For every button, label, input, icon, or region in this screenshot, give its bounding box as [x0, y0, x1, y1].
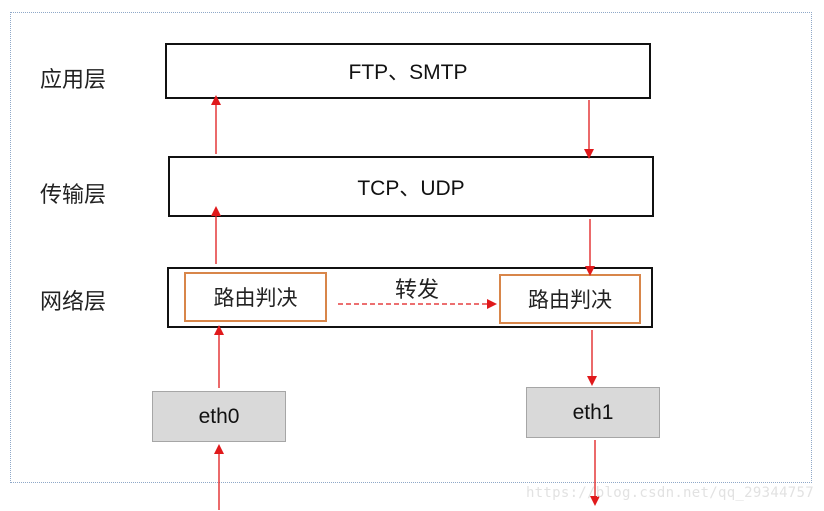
interface-eth1: eth1	[526, 387, 660, 438]
interface-eth0: eth0	[152, 391, 286, 442]
transport-layer-label: 传输层	[40, 183, 107, 208]
watermark-text: https://blog.csdn.net/qq_29344757	[525, 485, 814, 501]
transport-protocols-text: TCP、UDP	[357, 176, 465, 200]
application-protocols-text: FTP、SMTP	[348, 61, 468, 84]
transport-layer-box: TCP、UDP	[168, 156, 654, 217]
application-layer-box: FTP、SMTP	[165, 43, 651, 99]
network-layer-label: 网络层	[40, 290, 107, 315]
route-decision-left: 路由判决	[184, 272, 327, 322]
route-decision-right: 路由判决	[499, 274, 641, 324]
diagram-frame	[10, 12, 812, 483]
application-layer-label: 应用层	[40, 68, 107, 93]
forward-label: 转发	[395, 278, 440, 303]
